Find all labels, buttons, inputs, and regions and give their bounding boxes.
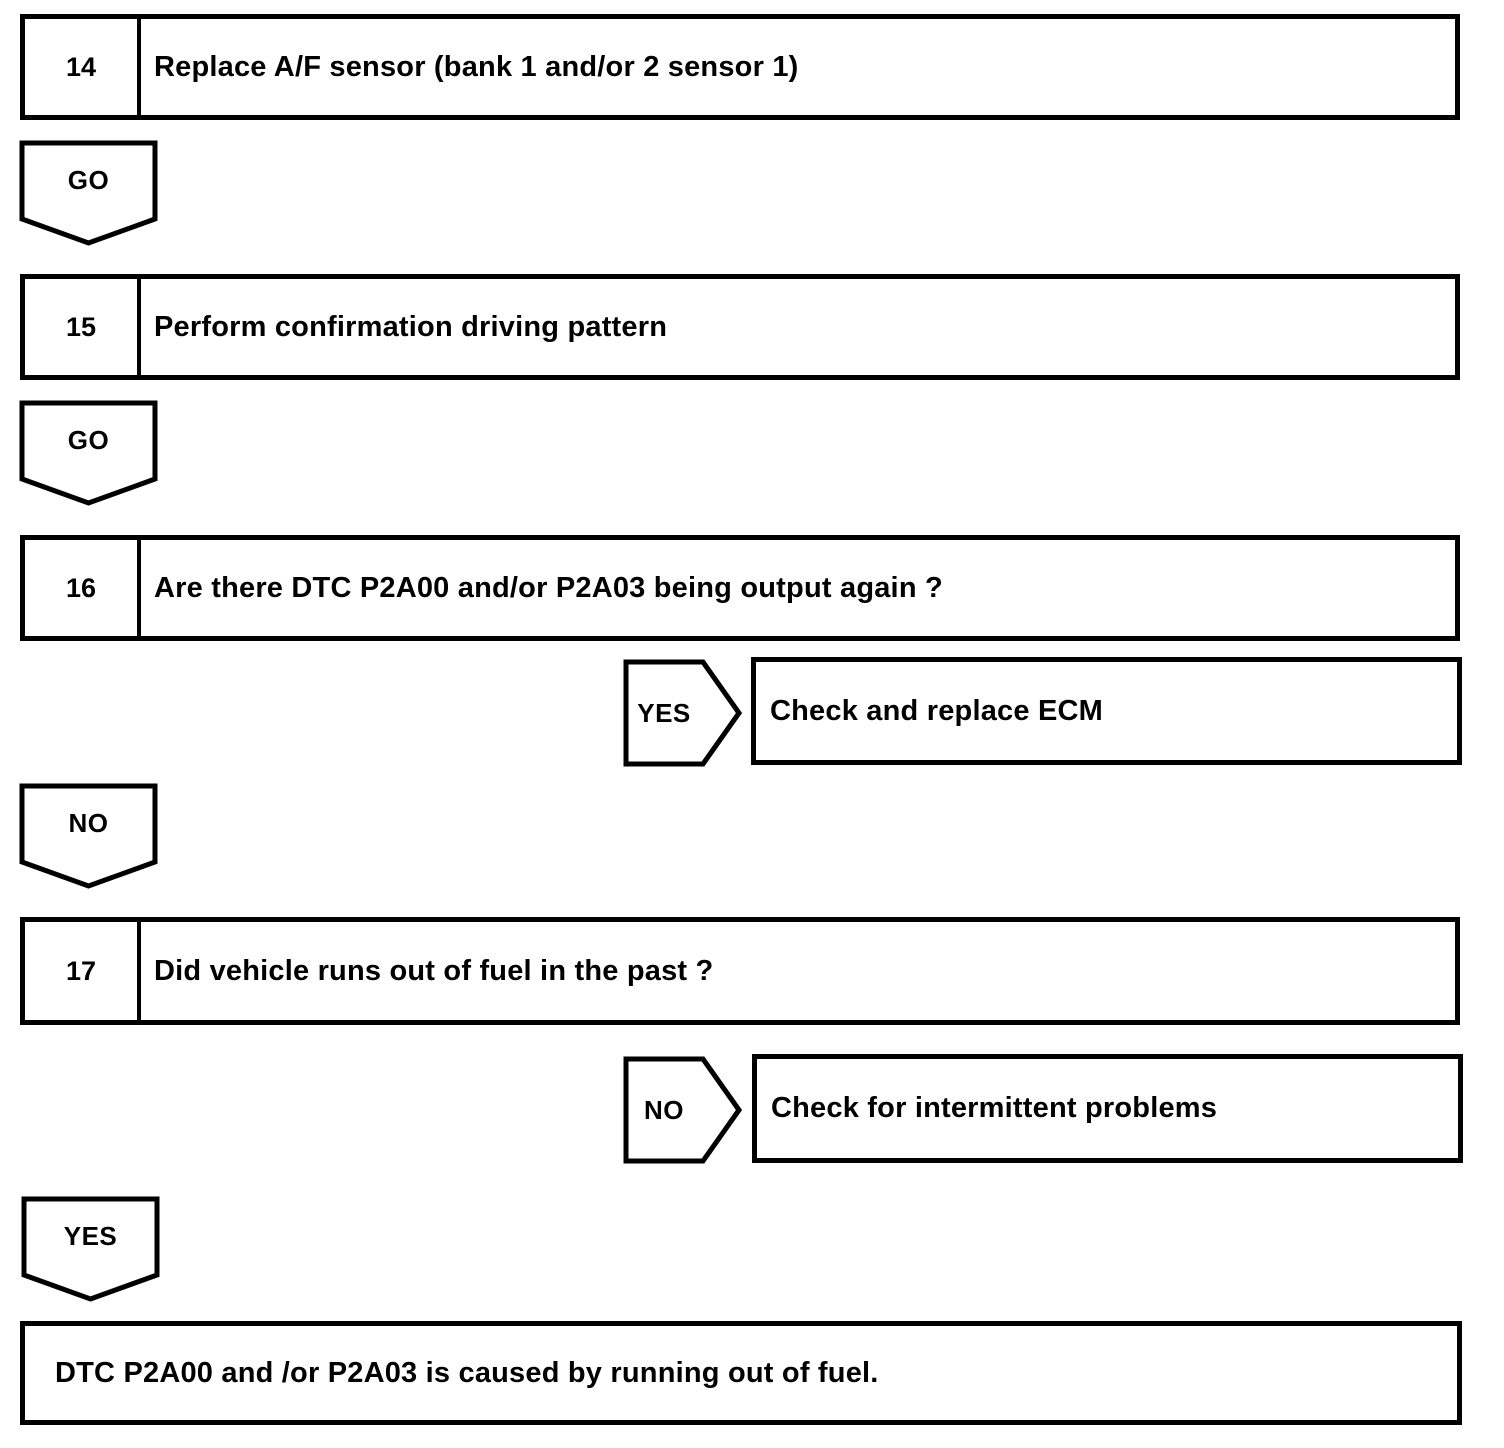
step-instruction: Replace A/F sensor (bank 1 and/or 2 sens… (154, 50, 799, 83)
step-instruction: Did vehicle runs out of fuel in the past… (154, 954, 714, 987)
step-box-14: 14 Replace A/F sensor (bank 1 and/or 2 s… (20, 14, 1460, 120)
pentagon-right-shape (623, 659, 742, 767)
pentagon-right-shape (623, 1056, 742, 1164)
step-number: 14 (25, 19, 141, 115)
connector-label: YES (637, 697, 691, 728)
result-text: Check and replace ECM (770, 694, 1103, 727)
step-number: 15 (25, 279, 141, 375)
connector-label: GO (67, 164, 110, 195)
step-instruction: Perform confirmation driving pattern (154, 310, 668, 343)
conclusion-box: DTC P2A00 and /or P2A03 is caused by run… (20, 1321, 1462, 1425)
connector-label: YES (63, 1220, 118, 1251)
pentagon-down-shape (19, 140, 158, 246)
pentagon-down-shape (21, 1196, 160, 1302)
result-box-intermittent: Check for intermittent problems (752, 1054, 1463, 1163)
connector-yes-from-17: YES (21, 1196, 160, 1304)
connector-yes-from-16: YES (623, 659, 742, 767)
connector-label: NO (644, 1094, 684, 1125)
connector-no-from-17: NO (623, 1056, 742, 1164)
connector-go-after-14: GO (19, 140, 158, 248)
connector-no-from-16: NO (19, 783, 158, 891)
step-number: 17 (25, 922, 141, 1020)
pentagon-down-shape (19, 783, 158, 889)
pentagon-down-shape (19, 400, 158, 506)
conclusion-text: DTC P2A00 and /or P2A03 is caused by run… (55, 1356, 879, 1389)
step-box-15: 15 Perform confirmation driving pattern (20, 274, 1460, 380)
step-box-16: 16 Are there DTC P2A00 and/or P2A03 bein… (20, 535, 1460, 641)
connector-label: GO (67, 424, 110, 455)
connector-go-after-15: GO (19, 400, 158, 508)
connector-label: NO (68, 807, 109, 838)
result-text: Check for intermittent problems (771, 1092, 1218, 1124)
step-number: 16 (25, 540, 141, 636)
result-box-check-ecm: Check and replace ECM (751, 657, 1462, 765)
step-instruction: Are there DTC P2A00 and/or P2A03 being o… (154, 571, 943, 604)
step-box-17: 17 Did vehicle runs out of fuel in the p… (20, 917, 1460, 1025)
